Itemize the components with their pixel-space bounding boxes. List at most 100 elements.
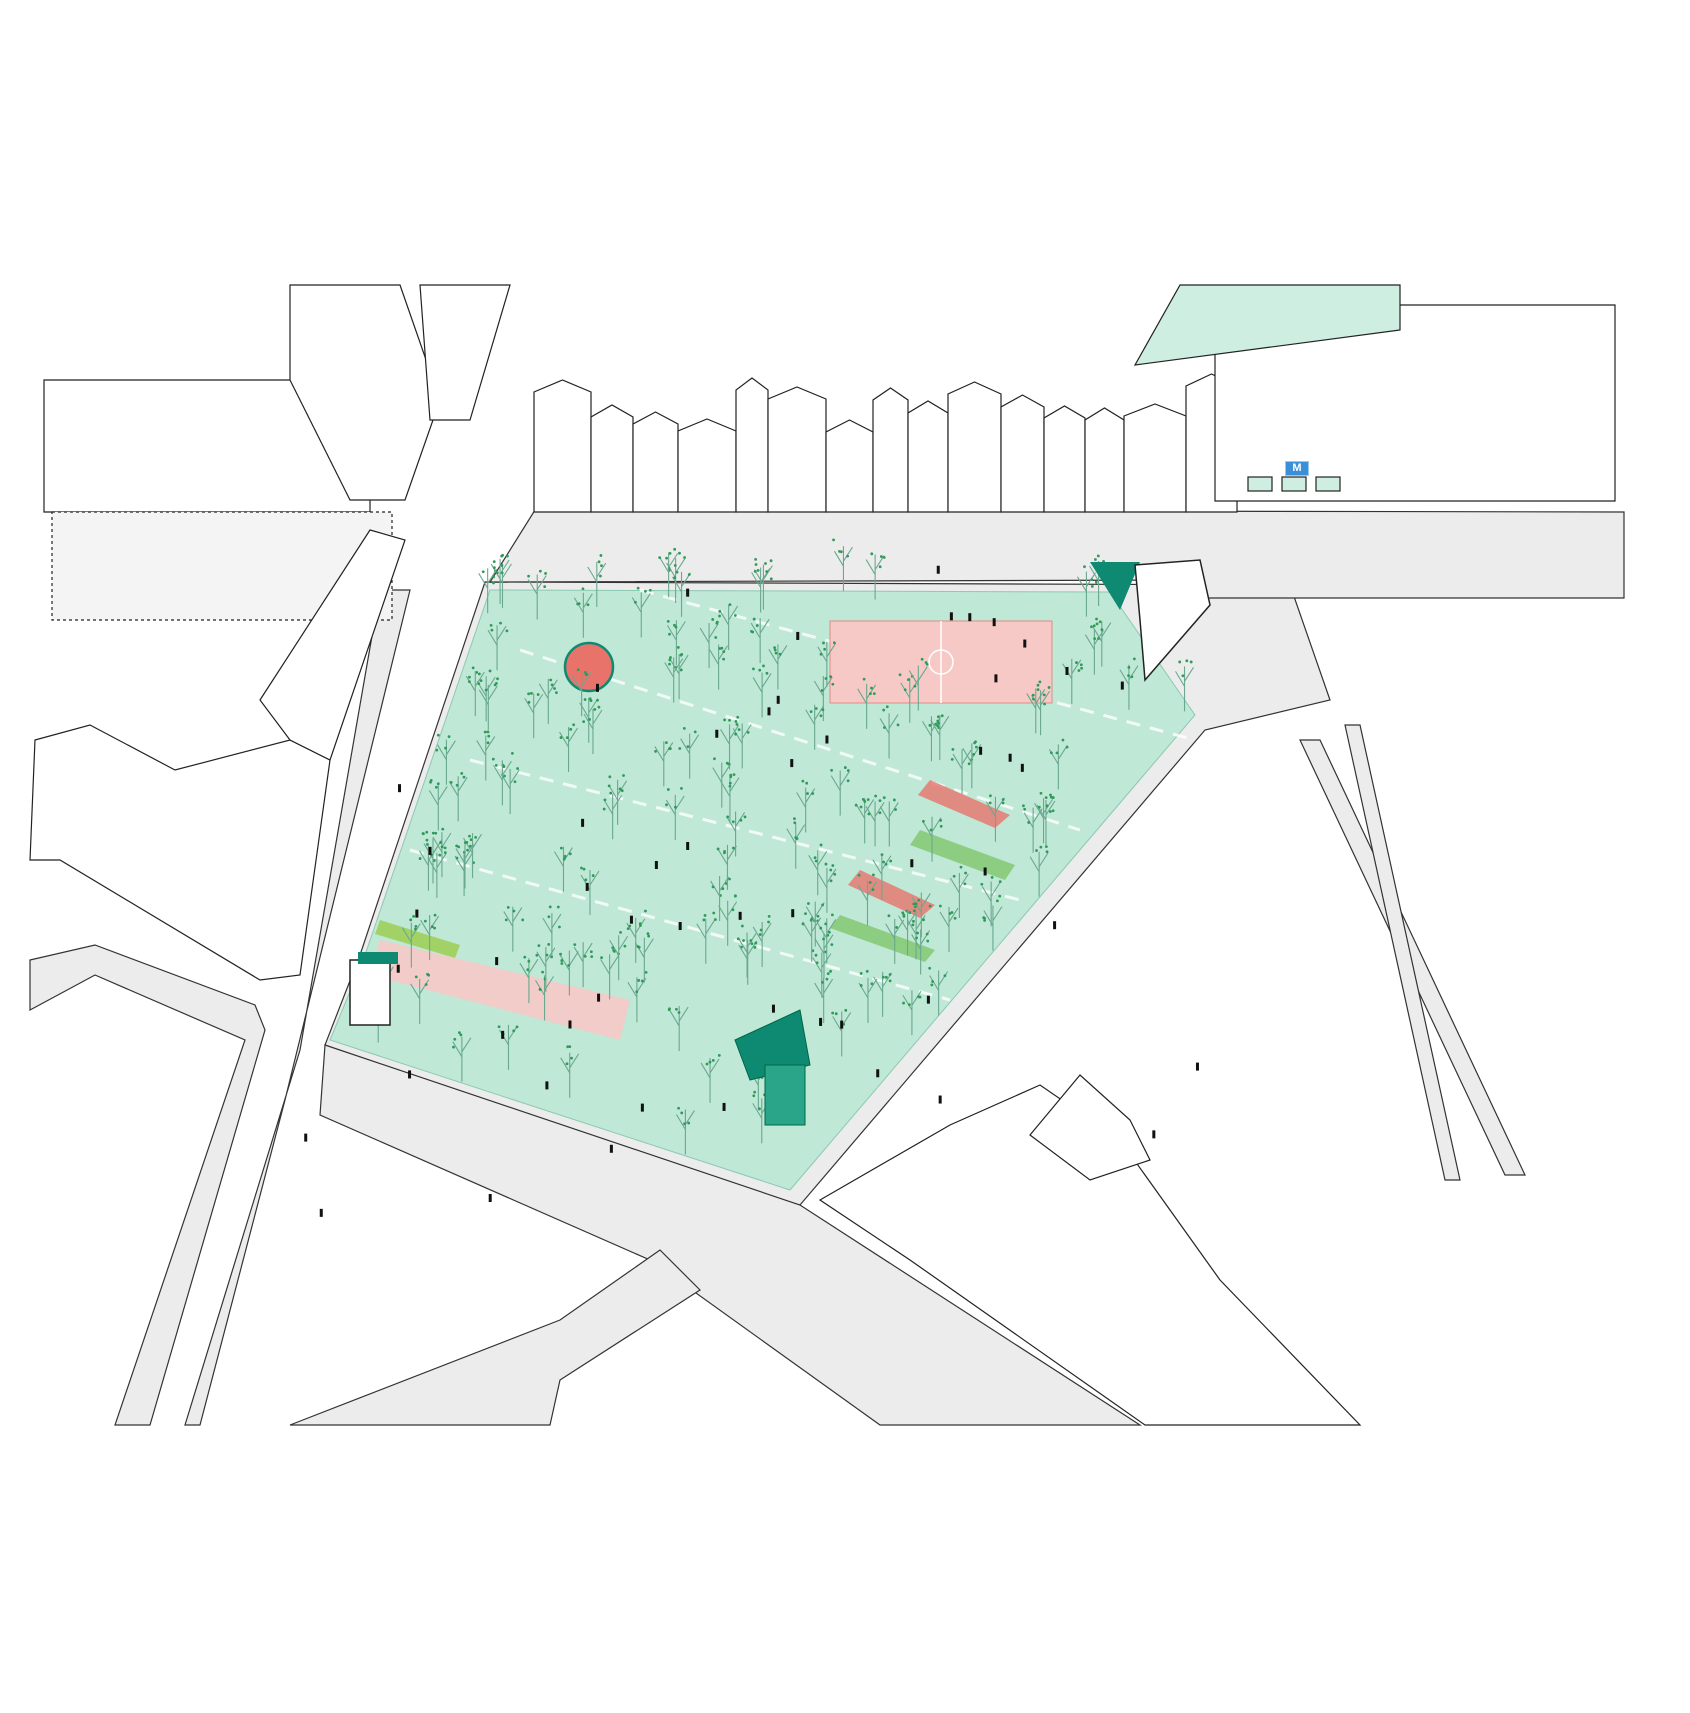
tree [465,666,485,717]
tree [452,1031,472,1082]
tree [718,894,738,946]
teal-pavilion-roof [734,1009,811,1081]
townhouse [947,381,1002,513]
tree [476,730,496,781]
person [910,859,914,868]
person [819,1017,823,1026]
tree [527,569,547,620]
townhouse [590,404,634,513]
person [1053,921,1057,930]
tree [752,664,772,718]
tree [1034,791,1054,844]
court-center-circle [928,649,954,675]
tree [699,618,719,668]
person [595,683,599,692]
person [398,784,402,793]
person [1195,1062,1199,1071]
person [1020,763,1024,772]
townhouse [1123,403,1187,513]
person [488,1193,492,1202]
person [1023,639,1027,648]
tree [475,669,496,722]
person [1120,681,1124,690]
tree [879,705,900,759]
tree [814,969,834,1024]
planting-bed-1 [910,830,1015,880]
tree [667,1006,689,1052]
tree [1022,804,1043,853]
tree [911,929,931,975]
tree [830,766,850,816]
tree [602,787,624,840]
tree [922,816,943,862]
tree [519,953,539,1004]
townhouse [1084,407,1125,513]
townhouse [1000,394,1045,513]
townhouse [1043,405,1086,513]
person [501,1030,505,1039]
tree [898,902,918,956]
tree [808,843,828,896]
tree [664,653,684,703]
tree [666,620,686,666]
person [396,964,400,973]
person [825,735,829,744]
tree [813,675,835,722]
tree [885,911,906,964]
tree [750,617,770,664]
tree [816,913,837,964]
tree [427,846,447,898]
person [992,618,996,627]
tree [720,718,739,770]
tree [726,811,747,857]
tree [478,566,499,614]
building-south-east [818,1084,1362,1426]
person [428,846,432,855]
tree [980,876,1002,927]
tree [538,678,558,724]
person [304,1133,308,1142]
metro-canopy-3 [1315,476,1341,492]
west-kiosk-roof [358,952,398,964]
pavilions [349,559,1211,1126]
tree [631,586,652,638]
person [715,729,719,738]
building-west-row [29,724,331,981]
west-kiosk [349,959,391,1026]
person [686,841,690,850]
tree [911,892,932,938]
person [585,882,589,891]
tree [524,691,544,739]
building-green-roof [1133,284,1401,366]
tree [832,538,853,592]
tree [678,726,700,779]
person [722,1102,726,1111]
building-north-center [419,284,511,421]
tree [626,909,647,963]
townhouse [767,386,827,513]
tree [487,621,509,671]
tree [634,932,654,983]
tree [938,904,959,953]
tree [857,873,877,926]
tree [600,948,620,1000]
townhouse [677,418,737,513]
person [545,1081,549,1090]
tree [675,1106,695,1155]
person [408,1070,412,1079]
planting-bed-3 [375,920,460,958]
person [568,1020,572,1029]
building-south-east-tower [1029,1074,1151,1181]
tree [709,644,729,690]
tree [503,905,525,952]
person [938,1095,942,1104]
tree [1048,738,1069,790]
pink-bed-1 [918,780,1010,828]
tree [928,714,950,761]
tree [718,603,739,651]
person [495,957,499,966]
person [609,1144,613,1153]
building-west-gables [259,529,406,761]
left-diagonal-street [184,589,411,1426]
tree [817,641,837,687]
